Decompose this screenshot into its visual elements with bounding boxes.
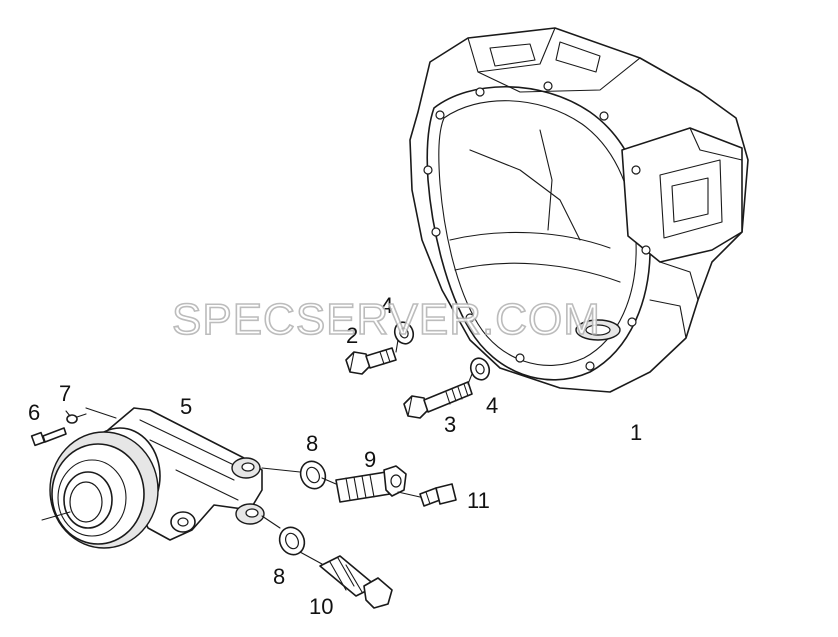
callout-9: 9	[364, 447, 376, 472]
watermark: SPECSERVER.COM	[172, 295, 601, 344]
seal-ring-upper	[299, 460, 327, 490]
washer-lower	[469, 357, 491, 381]
callout-10: 10	[309, 594, 333, 619]
callout-4-upper: 4	[381, 293, 393, 318]
release-bearing-assembly	[41, 407, 265, 549]
clutch-housing	[409, 27, 749, 393]
callout-2: 2	[346, 323, 358, 348]
banjo-fitting	[335, 465, 407, 503]
callout-8-lower: 8	[273, 564, 285, 589]
spring-clip	[66, 413, 87, 424]
callout-8-upper: 8	[306, 431, 318, 456]
callout-3: 3	[444, 412, 456, 437]
callout-1: 1	[630, 420, 642, 445]
callout-6: 6	[28, 400, 40, 425]
bleed-valve	[419, 483, 457, 507]
screw	[30, 427, 67, 447]
callout-11: 11	[467, 488, 490, 513]
callout-5: 5	[180, 394, 192, 419]
callout-4-lower: 4	[486, 393, 498, 418]
washer-upper	[393, 321, 415, 345]
callout-labels: 1 2 3 4 4 5 6 7 8 8 9 10 11	[28, 293, 642, 619]
leader-lines	[65, 339, 473, 565]
callout-7: 7	[59, 381, 71, 406]
hose-fitting	[319, 555, 393, 609]
bolt-upper	[345, 347, 397, 375]
seal-ring-lower	[278, 526, 306, 556]
bolt-lower	[403, 381, 473, 419]
